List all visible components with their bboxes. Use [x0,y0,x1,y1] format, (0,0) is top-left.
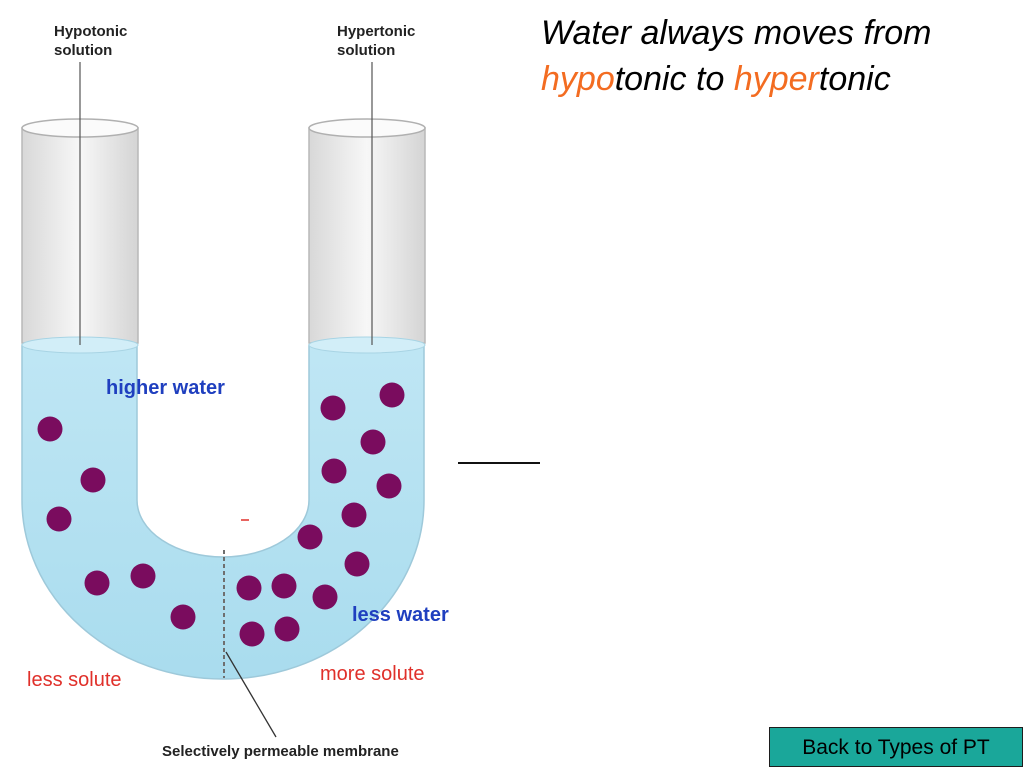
solute-particle [312,584,338,610]
right-tube-glass [308,127,426,344]
solute-particle [236,575,262,601]
highlight-hypo: hypo [541,60,615,98]
more-solute-label: more solute [320,663,425,685]
headline-text-tonic: tonic [818,60,891,98]
solute-particle [320,395,346,421]
solute-particle [46,506,72,532]
solute-particle [274,616,300,642]
membrane-label: Selectively permeable membrane [162,743,399,760]
solute-particle [80,467,106,493]
membrane-pointer-line [225,651,277,738]
right-water-surface [308,336,426,354]
less-solute-label: less solute [27,669,122,691]
solute-particles-right [236,382,405,647]
solute-particle [321,458,347,484]
headline-line-2: hypotonic to hypertonic [541,56,1011,102]
headline-line-1: Water always moves from [541,14,932,52]
hypertonic-label-line2: solution [337,42,395,59]
hypotonic-label-line2: solution [54,42,112,59]
headline-text-tonic-to: tonic to [614,60,734,98]
less-water-label: less water [352,604,449,626]
solute-particle [379,382,405,408]
solute-particle [297,524,323,550]
solute-particles-left [37,416,196,630]
osmosis-u-tube-diagram: Hypotonic solution Hypertonic solution h… [21,23,540,760]
solute-particle [376,473,402,499]
back-to-types-button[interactable]: Back to Types of PT [769,727,1023,767]
hypotonic-label-line1: Hypotonic [54,23,127,40]
solute-particle [37,416,63,442]
solute-particle [84,570,110,596]
solute-particle [271,573,297,599]
higher-water-label: higher water [106,377,225,399]
solute-particle [239,621,265,647]
solute-particle [360,429,386,455]
right-tube-rim [308,118,426,138]
solute-particle [344,551,370,577]
solute-particle [341,502,367,528]
hypertonic-label-line1: Hypertonic [337,23,415,40]
solute-particle [130,563,156,589]
solute-particle [170,604,196,630]
highlight-hyper: hyper [733,60,819,98]
headline: Water always moves from hypotonic to hyp… [541,10,1011,102]
